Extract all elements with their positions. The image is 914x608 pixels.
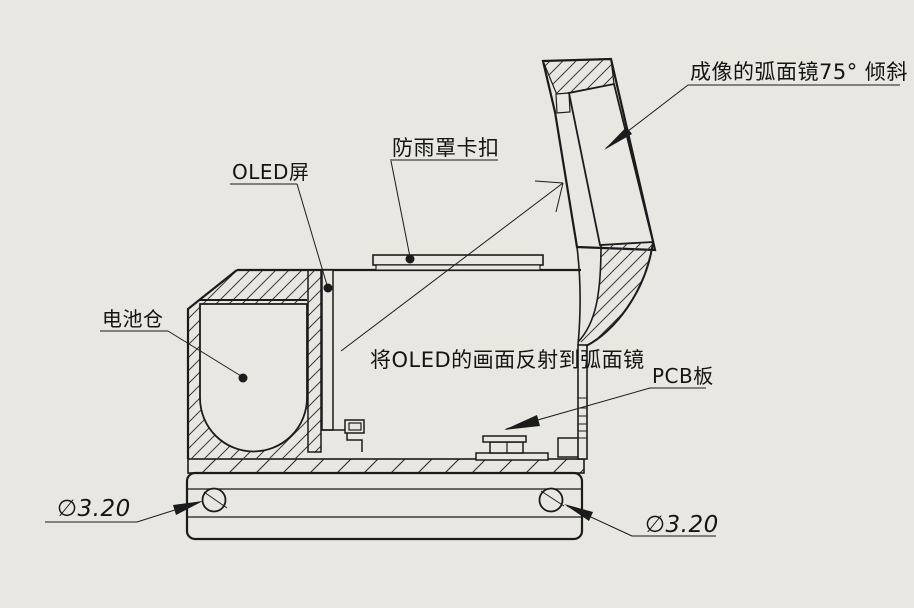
floor-section-hatch: [187, 458, 585, 474]
oled-screen-strip: [321, 269, 334, 431]
base-plate-outline: [185, 471, 584, 541]
pcb-arrow-head: [504, 415, 540, 430]
housing-left-edge-extension: [576, 246, 581, 346]
reflection-leader: [340, 182, 564, 352]
right-wall-column: [577, 344, 588, 460]
mirror-housing: [541, 57, 657, 252]
oled-leader: [296, 183, 328, 286]
swoosh-outer-curve: [585, 241, 654, 347]
swoosh-hatch-band: [578, 242, 653, 346]
rain-clip-leader-dot: [405, 254, 415, 264]
mirror-mount-swoosh: [576, 241, 654, 347]
label-mirror-tilt: 成像的弧面镜75° 倾斜: [690, 60, 908, 84]
label-pcb-board: PCB板: [652, 364, 714, 388]
label-left-hole-diameter: ∅3.20: [57, 496, 131, 522]
label-right-hole-diameter: ∅3.20: [645, 512, 719, 538]
rain-cover-strip: [372, 254, 544, 271]
pcb-top-plate: [482, 435, 527, 443]
body-left-edge: [186, 269, 238, 459]
battery-cavity-wall: [199, 303, 308, 453]
label-reflection-note: 将OLED的画面反射到弧面镜: [370, 348, 645, 372]
pcb-stack: [475, 435, 549, 461]
base-plate: [185, 471, 584, 541]
rain-cover-strip-top: [372, 254, 544, 266]
mounting-hole-left: [201, 487, 227, 513]
label-battery-compartment: 电池仓: [102, 307, 164, 331]
battery-leader-dot: [238, 373, 248, 383]
oled-holder-wall-hatch: [307, 269, 322, 453]
mirror-tilt-arrow-head: [604, 126, 632, 150]
right-dia-arrow-head: [564, 504, 593, 521]
left-dia-arrow-head: [173, 501, 203, 515]
label-rain-cover-clip: 防雨罩卡扣: [392, 136, 500, 160]
right-wall: [577, 344, 588, 460]
mirror-clip-notch: [555, 92, 571, 114]
right-wall-cell-dividers: [578, 397, 587, 439]
rain-clip-leader: [390, 160, 411, 258]
right-inner-block: [557, 437, 581, 458]
reflection-open-arrow-head: [534, 180, 564, 213]
pcb-bottom-plate: [475, 452, 549, 461]
connector-block: [344, 419, 365, 434]
left-wall-section-hatch: [188, 270, 308, 459]
leader-lines: [45, 84, 900, 537]
swoosh-inner-curve: [577, 244, 602, 343]
battery-leader: [167, 330, 242, 377]
mounting-hole-right-axis: [540, 490, 565, 507]
label-oled-screen: OLED屏: [232, 160, 309, 184]
oled-bottom-step: [322, 429, 363, 452]
oled-leader-dot: [323, 283, 333, 293]
rain-cover-strip-lip: [375, 264, 541, 271]
mounting-hole-left-axis: [203, 491, 228, 509]
connector-inner: [348, 422, 362, 431]
annotation-texts: 成像的弧面镜75° 倾斜 防雨罩卡扣 OLED屏 电池仓 将OLED的画面反射到…: [57, 60, 908, 538]
battery-cavity: [199, 299, 308, 453]
